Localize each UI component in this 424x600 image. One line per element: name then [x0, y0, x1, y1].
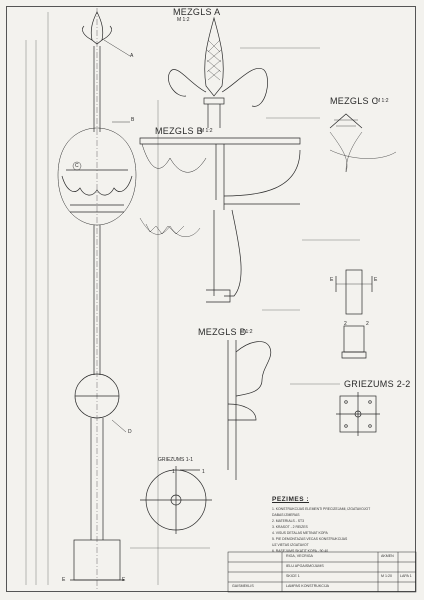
title-scale: M 1:20	[381, 574, 392, 578]
callout-c: C	[75, 163, 79, 169]
title-sheet: LAPA 1	[400, 574, 412, 578]
callout-leaders	[72, 39, 131, 433]
sheet-border	[6, 6, 416, 592]
detail-a-finial	[168, 16, 268, 128]
detail-b-lantern	[139, 137, 301, 303]
title-stage: AKMEN	[381, 554, 394, 558]
callout-d: D	[128, 429, 132, 435]
node-d-title: MEZGLS D	[198, 327, 247, 337]
detail-d	[227, 340, 272, 480]
node-b-title: MEZGLS B	[155, 126, 203, 136]
section-1-1-title: GRIEZUMS 1-1	[158, 457, 194, 463]
notes-list: 1. KONSTRUKCIJAS ELEMENTI PRECIZEJAMI, I…	[272, 506, 422, 554]
note-item: 6. RASEJUMS SKATIT KOPA - 90 40	[272, 549, 329, 553]
callout-b: B	[131, 117, 135, 123]
detail-e-right: E	[374, 277, 378, 283]
note-item: 5. PIE DEMONTAZAS VECAS KONSTRUKCIJAS	[272, 537, 348, 541]
detail-e-left: E	[330, 277, 334, 283]
title-row-1: RIGA, VECRIGA	[286, 554, 313, 558]
section-2-2-title: GRIEZUMS 2-2	[344, 379, 411, 389]
callout-e-left: E	[62, 577, 66, 583]
node-c-title: MEZGLS C	[330, 96, 379, 106]
note-item: 2. MATERIALS - ST3	[272, 519, 304, 523]
note-item: UZ VIETAS IZGATAVOT	[272, 543, 309, 547]
node-d-scale: M 1:2	[240, 329, 253, 335]
pole-elevation	[25, 8, 159, 590]
title-row-2: IELU APGAISMOJUMS	[286, 564, 324, 568]
dimension-lines	[130, 47, 360, 549]
section-2-2	[336, 392, 380, 436]
title-row-4: LAMPAS KONSTRUKCIJA	[286, 584, 330, 588]
section-1-1	[140, 466, 212, 534]
callout-a: A	[130, 53, 134, 59]
detail-c	[329, 113, 397, 173]
node-b-scale: M 1:2	[200, 128, 213, 134]
note-item: DABAS IZMERAS	[272, 513, 300, 517]
note-item: 3. KRASOT - 2 REIZES	[272, 525, 308, 529]
callout-e-right: E	[122, 577, 126, 583]
notes-title: PEZIMES :	[272, 496, 310, 503]
detail-2-right: 2	[366, 321, 369, 327]
section-1-right: 1	[202, 469, 205, 475]
node-c-scale: M 1:2	[376, 98, 389, 104]
detail-2-left: 2	[344, 321, 347, 327]
note-item: 1. KONSTRUKCIJAS ELEMENTI PRECIZEJAMI, I…	[272, 507, 371, 511]
node-a-title: MEZGLS A	[173, 7, 221, 17]
note-item: 4. VISUS DETALAS METINAT KOPA	[272, 531, 328, 535]
title-row-3: SKICE 1	[286, 574, 300, 578]
title-block	[227, 551, 417, 593]
title-drawing: GAISMEKLIS	[232, 584, 254, 588]
node-a-scale: M 1:2	[177, 17, 190, 23]
detail-e	[335, 269, 373, 359]
section-1-left: 1	[172, 469, 175, 475]
notes-block: PEZIMES : 1. KONSTRUKCIJAS ELEMENTI PREC…	[272, 496, 422, 554]
